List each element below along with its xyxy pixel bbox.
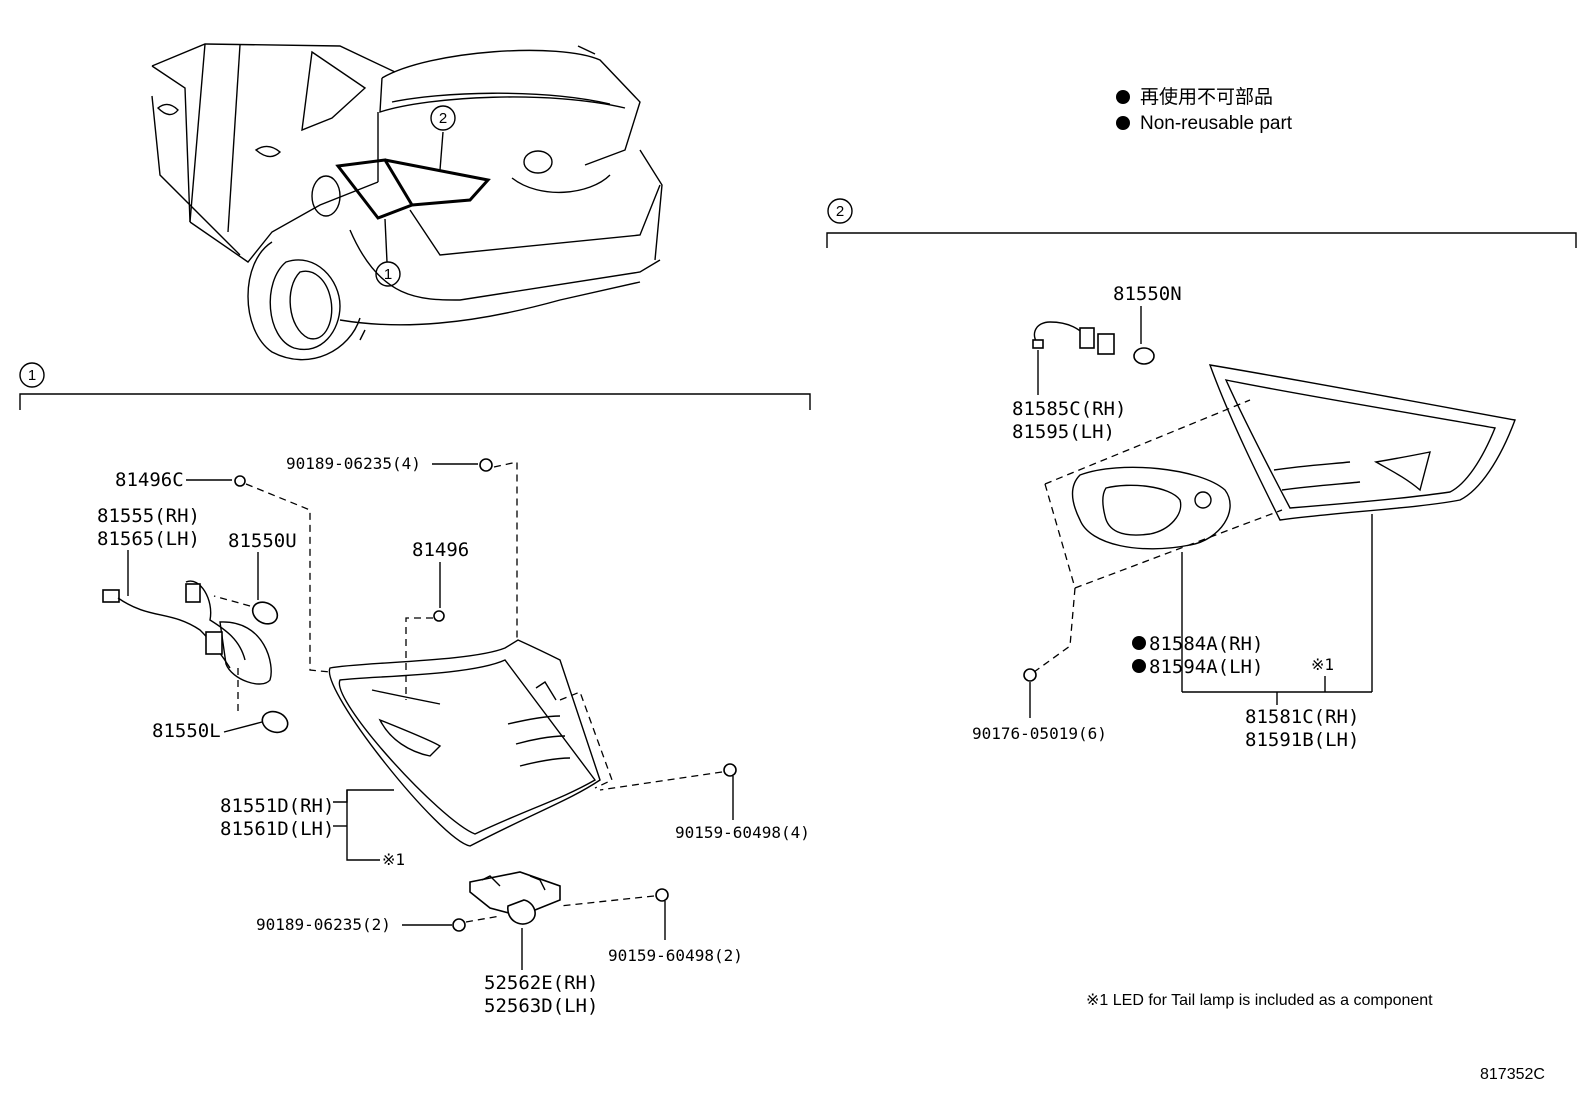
- section-1-marker: 1: [28, 367, 36, 384]
- callout-1-label: 1: [384, 266, 392, 283]
- rear-combination-lamp-drawing: [328, 639, 613, 847]
- part-81595-lh: 81595(LH): [1012, 421, 1115, 443]
- section-1: 1 81496C 90189-06235(4) 81555(RH) 81565(…: [19, 362, 811, 1017]
- part-81550L: 81550L: [152, 720, 221, 742]
- part-90189-06235-4: 90189-06235(4): [286, 454, 421, 473]
- part-81550U: 81550U: [228, 530, 297, 552]
- part-81565-lh: 81565(LH): [97, 528, 200, 550]
- part-81551D-rh: 81551D(RH): [220, 795, 334, 817]
- non-reusable-bullet-icon: [1116, 90, 1130, 104]
- part-90189-06235-2: 90189-06235(2): [256, 915, 391, 934]
- part-81550N: 81550N: [1113, 283, 1182, 305]
- lamp-bracket-drawing: [469, 871, 561, 925]
- non-reusable-bullet-icon: [1116, 116, 1130, 130]
- callout-2-circle: [430, 105, 456, 131]
- callout-1-circle: [375, 261, 401, 287]
- part-90159-60498-4: 90159-60498(4): [675, 823, 810, 842]
- legend-english: Non-reusable part: [1140, 113, 1293, 134]
- non-reusable-bullet-icon: [1132, 659, 1146, 673]
- legend: 再使用不可部品 Non-reusable part: [1116, 86, 1293, 134]
- section-1-bracket: [19, 393, 811, 410]
- part-52562E-rh: 52562E(RH): [484, 972, 598, 994]
- part-81496C: 81496C: [115, 469, 184, 491]
- section-2-marker: 2: [836, 203, 844, 220]
- part-90159-60498-2: 90159-60498(2): [608, 946, 743, 965]
- diagram-id: 817352C: [1480, 1066, 1545, 1083]
- footnote-led: ※1 LED for Tail lamp is included as a co…: [1086, 992, 1433, 1009]
- part-81581C-rh: 81581C(RH): [1245, 706, 1359, 728]
- car-illustration: 1 2: [151, 43, 663, 361]
- part-90176-05019-6: 90176-05019(6): [972, 724, 1107, 743]
- legend-japanese: 再使用不可部品: [1140, 86, 1273, 108]
- part-81591B-lh: 81591B(LH): [1245, 729, 1359, 751]
- section-2-bracket: [826, 232, 1577, 248]
- non-reusable-bullet-icon: [1132, 636, 1146, 650]
- part-81594A-lh: 81594A(LH): [1149, 656, 1263, 678]
- footnote-marker-1: ※1: [382, 850, 405, 869]
- callout-2-label: 2: [439, 110, 447, 127]
- part-81555-rh: 81555(RH): [97, 505, 200, 527]
- part-81585C-rh: 81585C(RH): [1012, 398, 1126, 420]
- section-2: 2 81550N 81585C(RH) 81595(LH): [826, 198, 1577, 751]
- part-81561D-lh: 81561D(LH): [220, 818, 334, 840]
- part-81584A-rh: 81584A(RH): [1149, 633, 1263, 655]
- inner-lamp-drawing: [1208, 364, 1516, 521]
- part-81496: 81496: [412, 539, 469, 561]
- footnote-marker-2: ※1: [1311, 655, 1334, 674]
- section-1-marker-circle: [19, 362, 45, 388]
- part-52563D-lh: 52563D(LH): [484, 995, 598, 1017]
- gasket-drawing: [1071, 466, 1231, 550]
- section-2-marker-circle: [827, 198, 853, 224]
